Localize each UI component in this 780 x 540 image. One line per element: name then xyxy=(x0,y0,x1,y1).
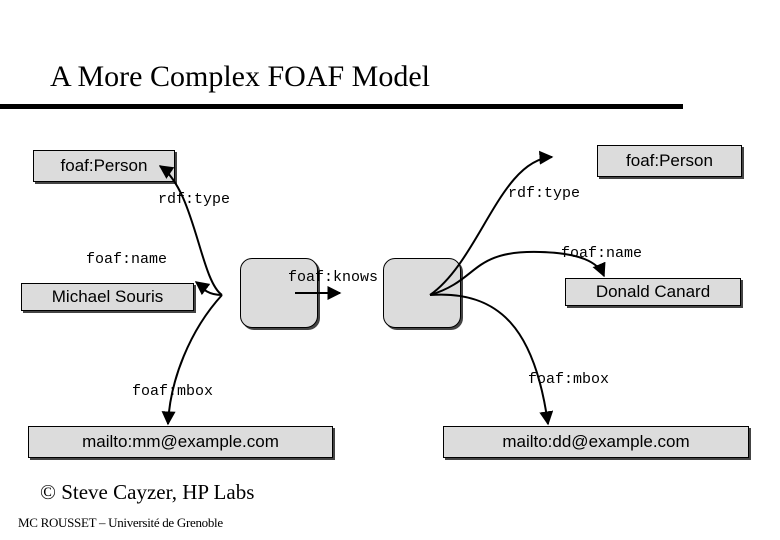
right-mbox-literal: mailto:dd@example.com xyxy=(443,426,749,458)
edge-right-mbox xyxy=(429,293,554,426)
left-person-class-box: foaf:Person xyxy=(33,150,175,182)
edge-left-type xyxy=(158,165,223,296)
edge-left-mbox xyxy=(161,294,223,426)
edge-left-name xyxy=(194,281,223,296)
edge-right-name xyxy=(429,250,606,296)
edge-label-left-mbox: foaf:mbox xyxy=(132,383,214,400)
right-person-class-box: foaf:Person xyxy=(597,145,742,177)
edge-label-left-type: rdf:type xyxy=(158,191,231,208)
affiliation-text: MC ROUSSET – Université de Grenoble xyxy=(18,515,223,530)
right-name-literal: Donald Canard xyxy=(565,278,741,306)
edge-right-type xyxy=(429,150,554,296)
edge-label-right-type: rdf:type xyxy=(508,185,581,202)
left-mbox-literal: mailto:mm@example.com xyxy=(28,426,333,458)
left-name-literal: Michael Souris xyxy=(21,283,194,311)
title-rule xyxy=(0,104,683,109)
edge-label-knows: foaf:knows xyxy=(288,269,379,286)
credit-text: © Steve Cayzer, HP Labs xyxy=(40,480,255,504)
edge-label-right-name: foaf:name xyxy=(561,245,643,262)
slide-title: A More Complex FOAF Model xyxy=(50,60,431,93)
edge-label-left-name: foaf:name xyxy=(86,251,168,268)
edge-label-right-mbox: foaf:mbox xyxy=(528,371,610,388)
blank-node-right xyxy=(383,258,461,328)
